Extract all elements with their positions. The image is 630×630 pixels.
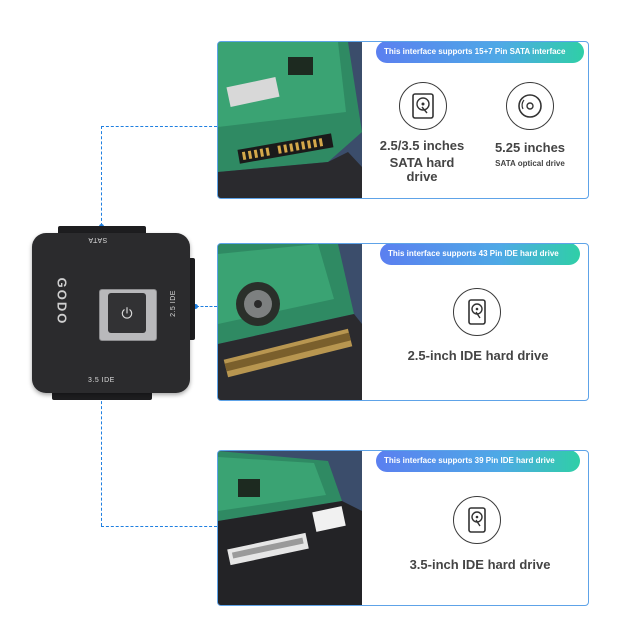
power-button[interactable] xyxy=(108,293,146,333)
card-ide35: This interface supports 39 Pin IDE hard … xyxy=(217,450,589,606)
ide35-title: 3.5-inch IDE hard drive xyxy=(409,557,551,572)
sata-hdd-title: 2.5/3.5 inches xyxy=(379,138,465,153)
banner-ide35: This interface supports 39 Pin IDE hard … xyxy=(376,451,580,472)
connector-dot-ide25 xyxy=(193,304,198,309)
ide35-drive-photo xyxy=(218,451,362,605)
ide25-title: 2.5-inch IDE hard drive xyxy=(407,348,549,363)
connector-line-sata-v xyxy=(101,126,102,226)
connector-line-ide25 xyxy=(196,306,217,307)
sata-port xyxy=(58,226,146,235)
hdd-icon-circle-ide35 xyxy=(453,496,501,544)
hdd-icon-circle xyxy=(399,82,447,130)
optical-disc-icon xyxy=(518,94,542,118)
connector-line-ide35-h xyxy=(101,526,217,527)
optical-subtitle: SATA optical drive xyxy=(495,159,565,168)
ide25-port-label: 2.5 IDE xyxy=(169,290,177,317)
power-icon xyxy=(121,307,133,319)
connector-line-sata-h xyxy=(101,126,217,127)
hdd-icon-circle-ide25 xyxy=(453,288,501,336)
optical-icon-circle xyxy=(506,82,554,130)
banner-ide25: This interface supports 43 Pin IDE hard … xyxy=(380,244,580,265)
ide35-port-label: 3.5 IDE xyxy=(88,377,115,384)
banner-sata: This interface supports 15+7 Pin SATA in… xyxy=(376,42,584,63)
card-ide25: This interface supports 43 Pin IDE hard … xyxy=(217,243,589,401)
sata-hdd-subtitle: SATA hard drive xyxy=(389,155,455,184)
optical-title: 5.25 inches xyxy=(494,140,566,155)
connector-line-ide35-v xyxy=(101,396,102,526)
sata-drive-photo xyxy=(218,42,362,198)
ide25-drive-photo xyxy=(218,244,362,400)
hdd-icon xyxy=(412,93,434,119)
hdd-icon xyxy=(468,299,486,325)
ide35-port xyxy=(52,392,152,400)
sata-port-label: SATA xyxy=(88,236,108,243)
card-sata: This interface supports 15+7 Pin SATA in… xyxy=(217,41,589,199)
brand-logo: GODO xyxy=(54,277,70,326)
ide25-port xyxy=(188,258,195,340)
hdd-icon xyxy=(468,507,486,533)
